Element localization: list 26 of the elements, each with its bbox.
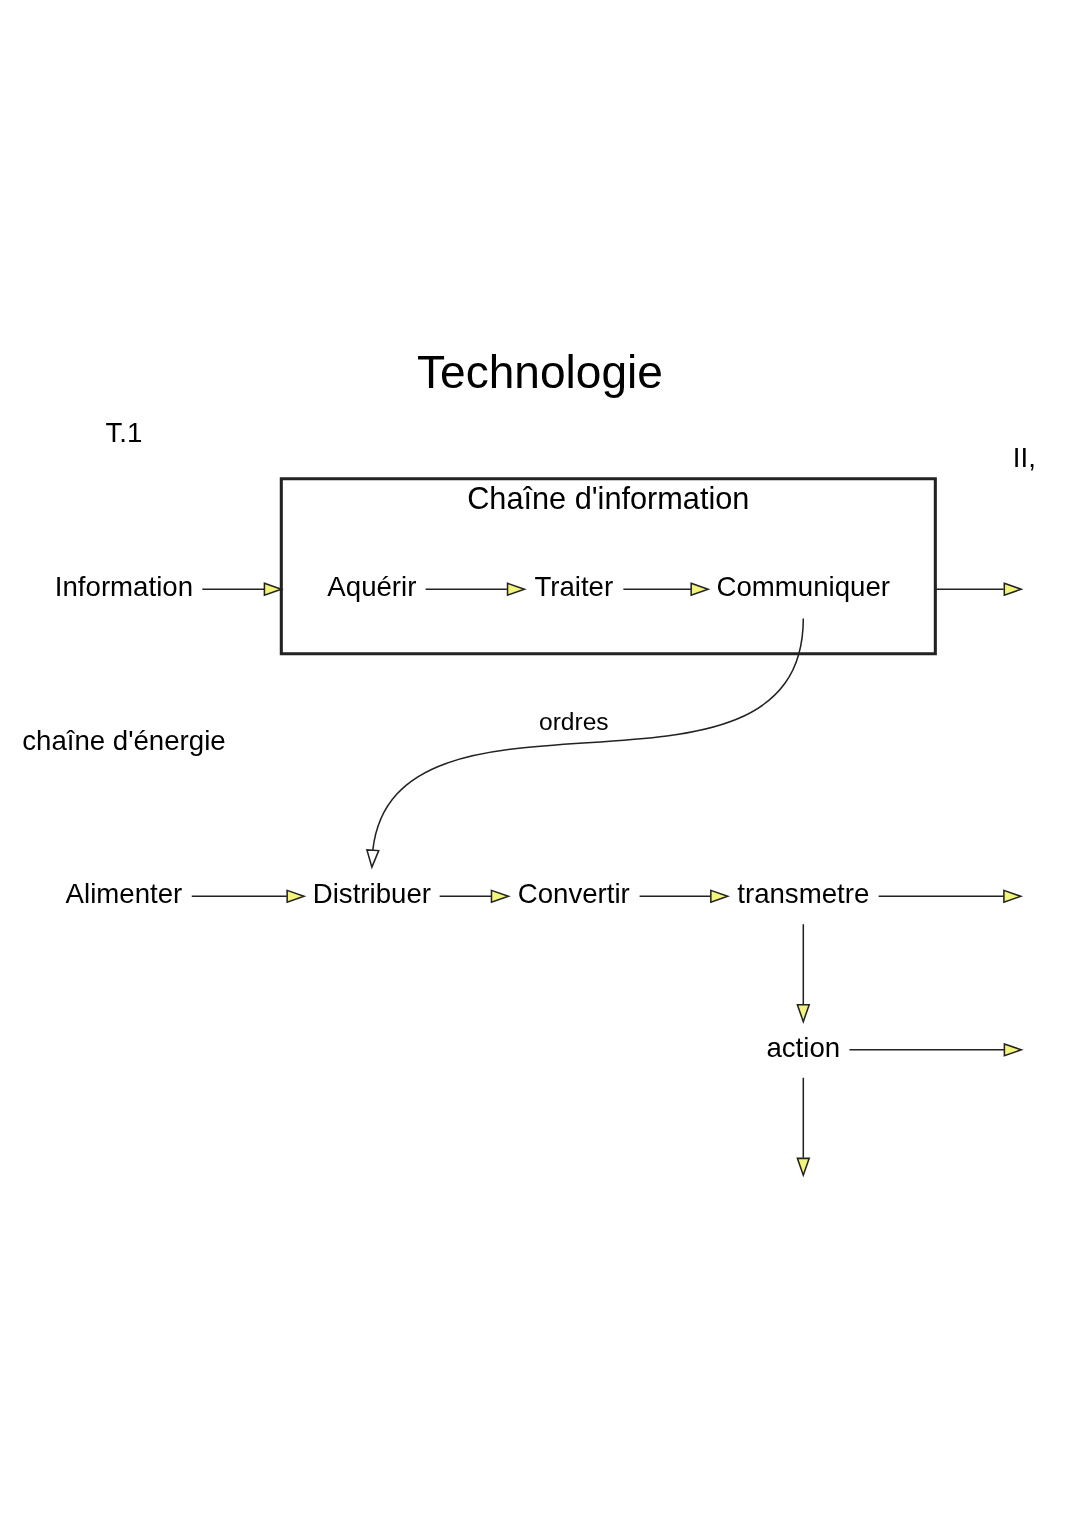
node-text: transmetre <box>737 878 870 910</box>
arrow <box>365 617 805 870</box>
arrow <box>848 1042 1024 1057</box>
arrow <box>638 889 731 904</box>
node-text: Convertir <box>517 878 630 910</box>
arrow <box>190 889 307 904</box>
diagram-title: Technologie <box>417 346 663 399</box>
arrow <box>934 582 1024 597</box>
arrow <box>424 582 527 597</box>
node-text: Communiquer <box>716 571 891 602</box>
label: chaîne d'énergie <box>22 724 226 756</box>
node-text: Distribuer <box>312 878 431 910</box>
arrow <box>796 1077 811 1178</box>
node-text: Alimenter <box>65 878 183 910</box>
node-text: Traiter <box>534 571 614 602</box>
label: T.1 <box>105 417 143 449</box>
node-text: Aquérir <box>327 571 417 602</box>
arrow <box>438 889 511 904</box>
node-text: Information <box>54 571 194 602</box>
arrow <box>201 582 284 597</box>
label: II, <box>1012 442 1036 474</box>
arrow <box>877 889 1024 904</box>
arrow <box>796 923 811 1024</box>
node-text: action <box>766 1031 841 1063</box>
edge-label: ordres <box>538 708 609 736</box>
arrow <box>622 582 711 597</box>
